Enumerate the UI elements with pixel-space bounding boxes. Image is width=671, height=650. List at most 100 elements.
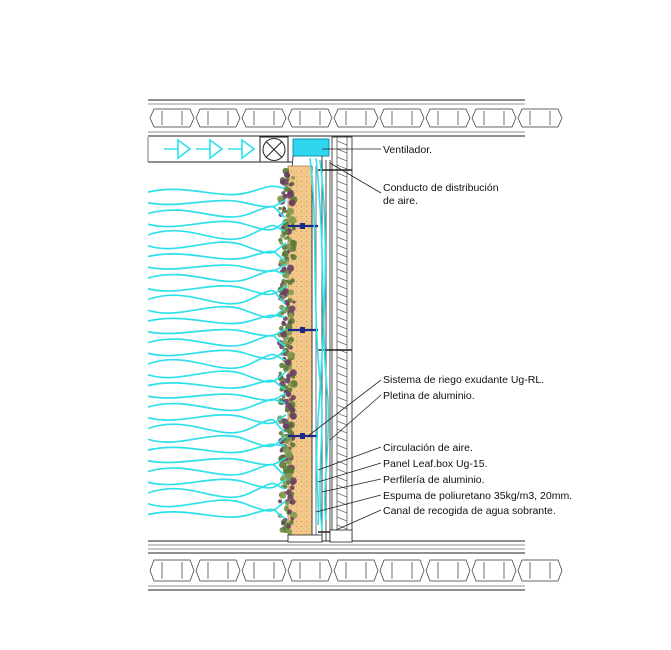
leaf — [279, 326, 284, 331]
slab-block — [425, 559, 471, 582]
leaf — [281, 521, 286, 526]
wall-hatch-line — [336, 260, 348, 266]
leaf — [281, 321, 287, 327]
wall-hatch-line — [336, 492, 348, 498]
leaf — [288, 182, 293, 187]
slab-block — [149, 559, 195, 582]
air-flow-curve — [147, 349, 287, 360]
wall-hatch-line — [336, 180, 348, 186]
leaf — [283, 299, 290, 306]
leaf — [284, 407, 290, 413]
top-floor-slab — [148, 99, 563, 137]
wall-hatch-line — [336, 284, 348, 290]
leaf — [291, 176, 296, 180]
wall-hatch-line — [336, 476, 348, 482]
leaf — [289, 499, 296, 505]
air-flow-curve — [147, 205, 286, 219]
leaf — [282, 232, 287, 236]
bottom-floor-slab — [148, 540, 563, 591]
air-circulation-cavity — [309, 157, 330, 531]
wall-hatch-line — [336, 308, 348, 314]
air-flow-curve — [147, 220, 287, 231]
wall-hatch-line — [336, 252, 348, 258]
leaf — [284, 440, 289, 445]
slab-block — [333, 559, 379, 582]
leaf — [281, 209, 286, 214]
air-flow-curve — [147, 241, 287, 254]
leaf — [284, 508, 288, 512]
air-flow-curve — [147, 482, 286, 499]
air-flow-curves — [147, 185, 287, 520]
wall-hatch-line — [336, 404, 348, 410]
leaf — [289, 199, 295, 206]
label-pletina: Pletina de aluminio. — [383, 390, 475, 402]
air-flow-curve — [147, 443, 286, 454]
air-flow-curve — [147, 499, 287, 512]
wall-hatch-line — [336, 236, 348, 242]
leaf — [283, 236, 288, 241]
wall-hatch-line — [336, 196, 348, 202]
wall-hatch-line — [336, 300, 348, 306]
leaf — [284, 501, 289, 506]
air-flow-curve — [147, 392, 287, 402]
slab-block — [287, 559, 333, 582]
leaf — [277, 195, 284, 202]
wall-hatch-line — [336, 412, 348, 418]
wall-hatch-line — [336, 444, 348, 450]
wall-hatch-line — [336, 428, 348, 434]
leaf — [278, 206, 282, 211]
slab-block — [149, 108, 195, 128]
slab-block — [425, 108, 471, 128]
air-flow-curve — [147, 457, 287, 466]
wall-hatch-line — [336, 172, 348, 178]
label-panel: Panel Leaf.box Ug-15. — [383, 458, 488, 470]
slab-block — [241, 108, 287, 128]
leaf — [291, 226, 296, 230]
callout-labels: Ventilador. Conducto de distribución de … — [383, 144, 572, 517]
leaf — [285, 173, 290, 178]
wall-hatch-line — [336, 516, 348, 522]
wall-hatch-line — [336, 436, 348, 442]
plant-foliage — [276, 167, 298, 536]
leaf — [281, 178, 289, 186]
leaf — [288, 340, 293, 345]
air-flow-curve — [147, 478, 287, 489]
air-flow-curve — [147, 314, 286, 325]
leaf — [284, 377, 291, 384]
leaf — [290, 254, 297, 261]
air-distribution-duct — [291, 138, 330, 171]
leaf — [290, 480, 296, 485]
rail-clip — [300, 327, 305, 333]
leaf — [288, 366, 292, 370]
label-perfileria: Perfilería de aluminio. — [383, 474, 485, 486]
leaf — [286, 523, 291, 529]
leaf — [287, 494, 294, 501]
wall-hatch-line — [336, 220, 348, 226]
leaf — [284, 505, 288, 509]
leaf — [291, 240, 296, 246]
wall-hatch-line — [336, 388, 348, 394]
back-wall — [331, 136, 353, 542]
wall-hatch-line — [336, 148, 348, 154]
leaf — [283, 364, 289, 370]
label-espuma: Espuma de poliuretano 35kg/m3, 20mm. — [383, 490, 572, 502]
leaf — [285, 213, 290, 218]
leaf — [286, 207, 294, 215]
wall-hatch-line — [336, 164, 348, 170]
leaf — [286, 343, 291, 349]
leaf — [281, 253, 286, 257]
airflow-arrow-icon — [164, 138, 256, 160]
air-flow-curve — [147, 353, 286, 370]
leaf — [286, 459, 292, 465]
leaf — [280, 330, 288, 338]
wall-hatch-line — [336, 356, 348, 362]
wall-hatch-line — [336, 228, 348, 234]
leaf — [286, 480, 291, 485]
leaf — [286, 351, 294, 359]
wall-hatch-line — [336, 276, 348, 282]
air-flow-curve — [147, 199, 287, 208]
slab-block — [471, 559, 517, 582]
wall-hatch-line — [336, 372, 348, 378]
air-flow-curve — [147, 418, 286, 434]
